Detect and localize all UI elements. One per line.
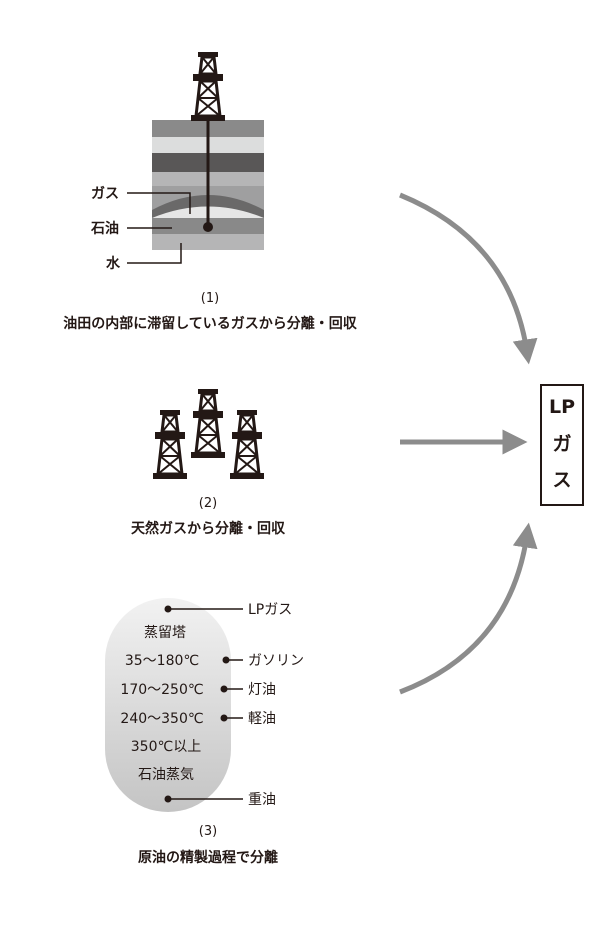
tower-row: 170〜250℃ (120, 682, 203, 698)
water-label: 水 (106, 255, 121, 272)
derrick-icon (151, 408, 189, 481)
natural-gas-derricks (151, 387, 266, 481)
section3-number: (3) (199, 824, 217, 839)
gas-leader-line (127, 192, 191, 214)
water-layer (152, 234, 264, 250)
section1-caption: 油田の内部に滞留しているガスから分離・回収 (63, 315, 358, 332)
tower-row: 石油蒸気 (138, 767, 194, 783)
result-text-lp: LP (549, 396, 575, 418)
output-gasoline-label: ガソリン (248, 653, 304, 669)
result-text-ga: ガ (552, 433, 571, 455)
section2-caption: 天然ガスから分離・回収 (131, 520, 286, 537)
arrow-from-oilfield (399, 192, 538, 365)
well-bottom-dot (203, 222, 213, 232)
tower-row: 蒸留塔 (144, 625, 186, 641)
derrick-icon (228, 408, 266, 481)
arrow-from-refinery (399, 522, 538, 695)
tower-row: 35〜180℃ (125, 653, 199, 669)
tower-row: 240〜350℃ (120, 711, 203, 727)
output-heavy-oil-label: 重油 (248, 792, 276, 808)
gas-label: ガス (91, 186, 119, 202)
tower-body (105, 598, 231, 812)
section1-number: (1) (201, 291, 219, 306)
section2-number: (2) (199, 496, 217, 511)
output-lpgas-label: LPガス (248, 602, 292, 618)
water-leader-line (127, 243, 182, 264)
output-diesel-label: 軽油 (248, 711, 276, 727)
result-text-su: ス (552, 469, 571, 491)
oil-label: 石油 (90, 220, 119, 237)
derrick-icon (189, 387, 227, 460)
oil-derrick-icon (189, 50, 227, 123)
output-kerosene-label: 灯油 (248, 682, 276, 698)
oilfield-illustration: ガス 石油 水 (90, 50, 264, 272)
tower-row: 350℃以上 (131, 739, 201, 755)
lpgas-result-box: LP ガ ス (540, 384, 584, 506)
section3-caption: 原油の精製過程で分離 (138, 849, 278, 866)
distillation-tower: 蒸留塔 35〜180℃ 170〜250℃ 240〜350℃ 350℃以上 石油蒸… (105, 598, 304, 812)
